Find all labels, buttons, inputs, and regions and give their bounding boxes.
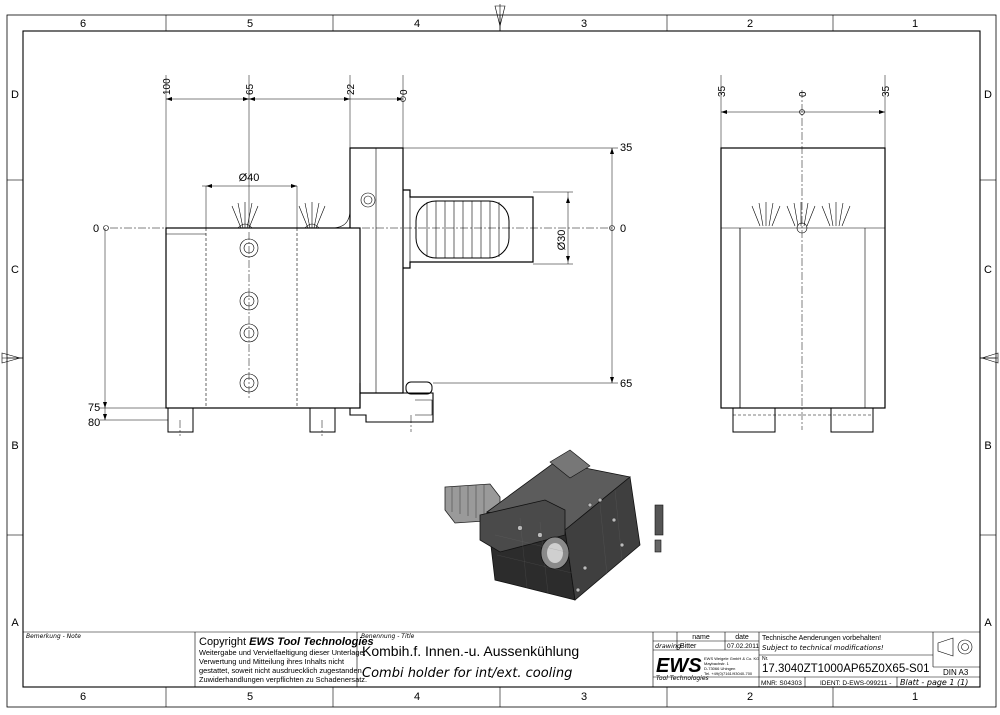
dia-40: Ø40	[239, 172, 260, 184]
dim-35-right: 35	[620, 142, 632, 154]
zone-top-3: 3	[581, 18, 587, 30]
zone-right-c: C	[984, 264, 992, 276]
zone-top-2: 2	[747, 18, 753, 30]
part-number: 17.3040ZT1000AP65Z0X65-S01	[762, 663, 930, 675]
zone-right-a: A	[984, 617, 992, 629]
dim-75: 75	[88, 402, 100, 414]
zone-bottom-4: 4	[414, 691, 420, 703]
front-shank	[403, 189, 534, 269]
zone-left-c: C	[11, 264, 19, 276]
zone-bottom-3: 3	[581, 691, 587, 703]
drawn-date: 07.02.2011	[727, 643, 759, 650]
zone-top-4: 4	[414, 18, 420, 30]
zone-bottom-1: 1	[912, 691, 918, 703]
isometric-view	[444, 449, 664, 601]
tech-note-german: Technische Aenderungen vorbehalten!	[762, 635, 881, 642]
zone-bottom-2: 2	[747, 691, 753, 703]
nr-label: Nr.	[762, 656, 768, 662]
side-dim-35-left: 35	[717, 85, 728, 97]
front-view	[110, 147, 612, 436]
paper-size: DIN A3	[943, 668, 969, 677]
zone-ticks	[7, 15, 996, 707]
copyright-line-2: Verwertung und Mitteilung ihres Inhalts …	[199, 657, 344, 666]
zone-left-d: D	[11, 89, 19, 101]
copyright-line-3: gestattet, soweit nicht ausdruecklich zu…	[199, 666, 364, 675]
address-line-4: Tel. +49(0)7161/93040-700	[704, 671, 753, 676]
ews-logo-sub: Tool Technologies	[656, 675, 709, 682]
front-flange	[349, 147, 404, 394]
side-dim-35-right: 35	[881, 85, 892, 97]
zone-left-b: B	[11, 440, 18, 452]
dim-65-right: 65	[620, 378, 632, 390]
side-dimensions: 35 0 35	[717, 75, 892, 148]
title-label: Benennung - Title	[361, 633, 415, 640]
remark-label: Bemerkung - Note	[26, 633, 81, 640]
inner-frame	[22, 30, 981, 688]
ident: IDENT: D-EWS-099211 -	[820, 680, 891, 687]
ews-logo: EWS	[656, 655, 702, 677]
col-date-header: date	[735, 634, 749, 641]
title-german: Kombih.f. Innen.-u. Aussenkühlung	[362, 643, 579, 659]
address-line-1: EWS Weigele GmbH & Co. KG	[704, 656, 759, 661]
copyright-heading: Copyright EWS Tool Technologies	[199, 636, 374, 648]
copyright-line-4: Zuwiderhandlungen verpflichten zu Schade…	[199, 675, 367, 684]
dim-100: 100	[162, 78, 173, 95]
drawn-by: Bitter	[680, 643, 697, 650]
title-block: Bemerkung - Note Copyright EWS Tool Tech…	[23, 631, 980, 687]
address-line-3: D-73066 Uhingen	[704, 666, 735, 671]
copyright-line-1: Weitergabe und Vervielfaeltigung dieser …	[199, 648, 366, 657]
dim-0-right: 0	[620, 223, 626, 235]
side-dim-0: 0	[798, 91, 809, 97]
address-line-2: Maybachstr. 1	[704, 661, 730, 666]
outer-frame	[6, 14, 997, 708]
side-view	[720, 90, 886, 433]
title-english: Combi holder for int/ext. cooling	[362, 666, 572, 681]
dim-65: 65	[245, 83, 256, 95]
dim-80: 80	[88, 417, 100, 429]
mnr: MNR: S04303	[761, 680, 802, 687]
dim-0-top: 0	[399, 89, 410, 95]
zone-right-d: D	[984, 89, 992, 101]
centering-marks	[1, 4, 999, 364]
zone-right-b: B	[984, 440, 991, 452]
dim-0-left: 0	[93, 223, 99, 235]
front-clamp	[349, 383, 434, 423]
front-dimensions: 100 65 22 0 Ø40 Ø30 35 0 65 0 75 80	[88, 75, 632, 429]
zone-left-a: A	[11, 617, 19, 629]
zone-bottom-6: 6	[80, 691, 86, 703]
dim-22: 22	[346, 83, 357, 95]
zone-top-6: 6	[80, 18, 86, 30]
col-name-header: name	[692, 634, 710, 641]
drawing-label: drawing	[655, 642, 681, 650]
sheet-page: Blatt - page 1 (1)	[900, 678, 968, 687]
tech-note-english: Subject to technical modifications!	[762, 644, 884, 652]
zone-top-5: 5	[247, 18, 253, 30]
front-body	[165, 227, 361, 409]
zone-bottom-5: 5	[247, 691, 253, 703]
projection-symbol-icon	[937, 637, 973, 657]
zone-top-1: 1	[912, 18, 918, 30]
dia-30: Ø30	[556, 230, 568, 251]
side-body	[720, 147, 886, 409]
